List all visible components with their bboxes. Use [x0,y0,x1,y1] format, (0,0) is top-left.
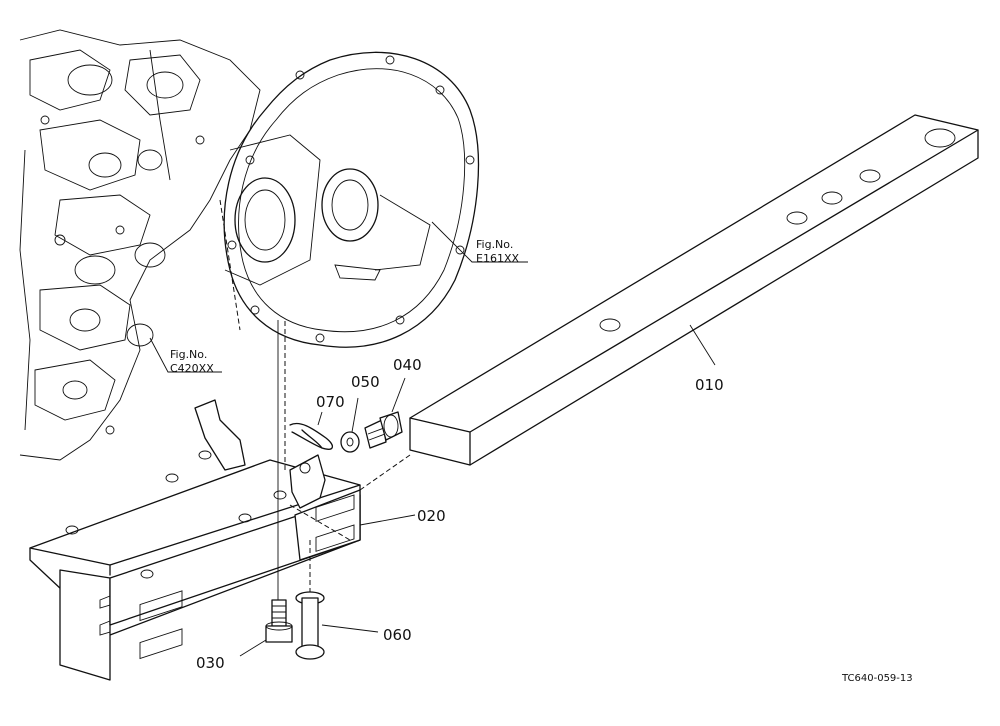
part-020-bracket [29,399,361,681]
ref-e161xx-line2: E161XX [476,252,519,265]
part-040-bolt [364,411,403,449]
part-030-bolt [265,599,293,643]
part-020-leader [359,514,416,526]
part-label-040: 040 [393,356,422,374]
flywheel-housing-illustration [219,51,480,348]
engine-block-illustration [19,29,261,461]
ref-c420xx-leader [149,337,222,373]
part-label-010: 010 [695,376,724,394]
part-label-030: 030 [196,654,225,672]
part-label-020: 020 [417,507,446,525]
part-010-leader [689,324,716,366]
part-050-washer [340,431,360,453]
part-050-leader [351,397,359,433]
part-070-clip [289,422,333,450]
part-010-drawbar [409,114,979,466]
part-060-leader [321,624,379,633]
part-040-leader [391,377,406,413]
ref-c420xx-line1: Fig.No. [170,348,207,361]
part-010-alignment-line [359,454,411,491]
ref-e161xx-leader [431,221,528,263]
drawing-code: TC640-059-13 [841,673,913,684]
part-label-070: 070 [316,393,345,411]
ref-e161xx-line1: Fig.No. [476,238,513,251]
part-label-060: 060 [383,626,412,644]
part-070-leader [317,411,323,426]
part-030-leader [239,639,267,657]
part-060-pin [295,540,325,660]
part-label-050: 050 [351,373,380,391]
ref-c420xx-line2: C420XX [170,362,214,375]
